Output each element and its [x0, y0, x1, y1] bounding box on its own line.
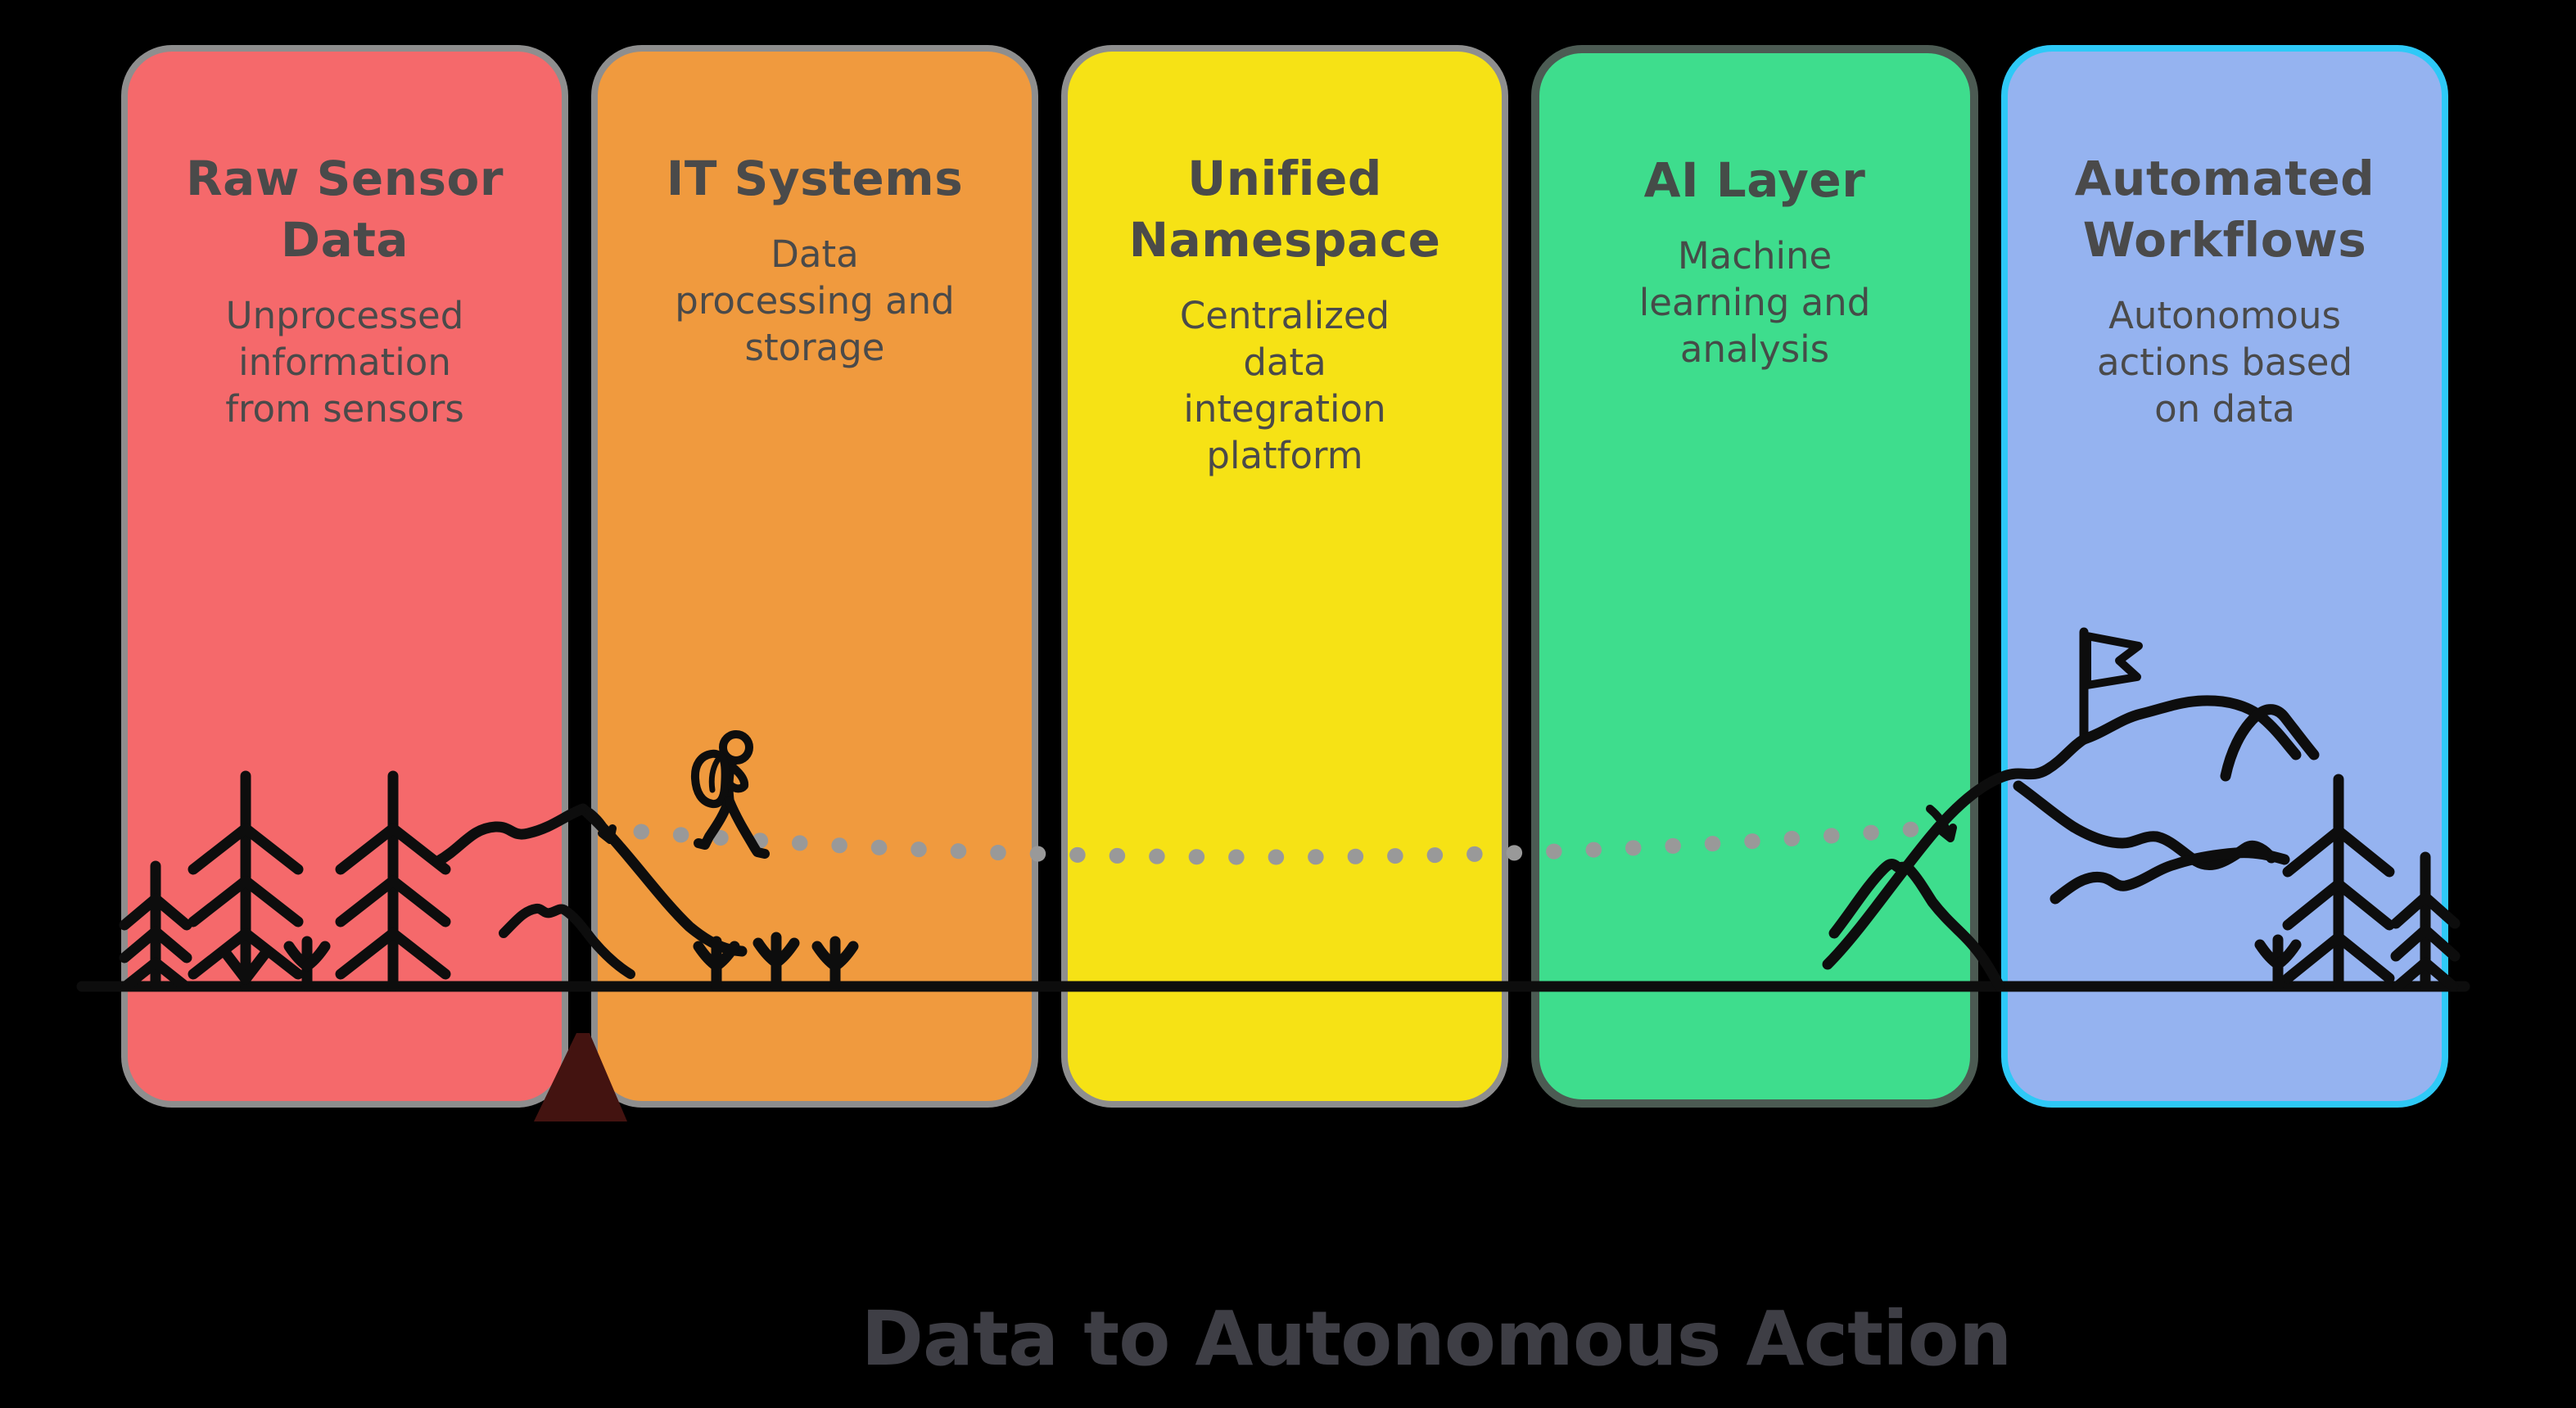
column-unified-namespace: Unified Namespace Centralized data integ… [1061, 45, 1508, 1108]
diagram-caption: Data to Autonomous Action [861, 1295, 2013, 1383]
column-subtitle: Data processing and storage [675, 232, 955, 369]
column-content: IT Systems Data processing and storage [598, 52, 1032, 371]
column-content: AI Layer Machine learning and analysis [1539, 53, 1970, 372]
column-subtitle: Unprocessed information from sensors [225, 294, 464, 431]
column-automated-workflows: Automated Workflows Autonomous actions b… [2001, 45, 2448, 1108]
column-content: Raw Sensor Data Unprocessed information … [128, 52, 562, 432]
column-title: Automated Workflows [2074, 151, 2375, 268]
column-title: Unified Namespace [1128, 151, 1441, 268]
column-subtitle: Autonomous actions based on data [2096, 294, 2353, 431]
column-it-systems: IT Systems Data processing and storage [591, 45, 1038, 1108]
column-title: AI Layer [1643, 152, 1866, 208]
column-content: Automated Workflows Autonomous actions b… [2008, 52, 2442, 432]
column-title: Raw Sensor Data [186, 151, 504, 268]
column-content: Unified Namespace Centralized data integ… [1068, 52, 1502, 479]
column-raw-sensor-data: Raw Sensor Data Unprocessed information … [121, 45, 568, 1108]
column-subtitle: Machine learning and analysis [1638, 234, 1871, 371]
column-ai-layer: AI Layer Machine learning and analysis [1531, 45, 1978, 1108]
column-subtitle: Centralized data integration platform [1179, 294, 1390, 477]
column-title: IT Systems [666, 151, 964, 206]
